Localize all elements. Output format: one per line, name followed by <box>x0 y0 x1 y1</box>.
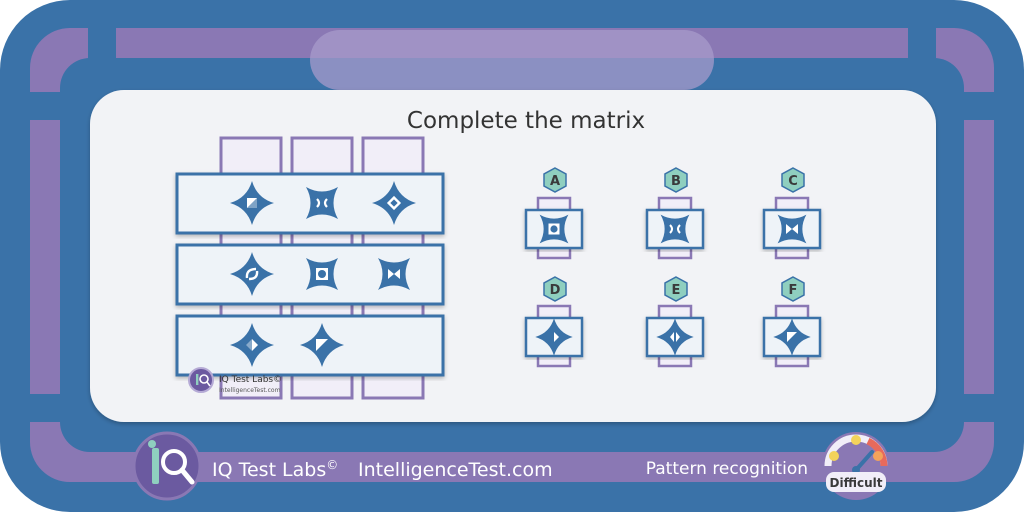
frame-block <box>962 92 994 120</box>
option-badge-d <box>543 276 567 302</box>
frame-block <box>30 92 62 120</box>
option-c[interactable]: C <box>762 167 822 260</box>
footer-site[interactable]: IntelligenceTest.com <box>358 459 553 481</box>
frame-block <box>962 394 994 422</box>
option-badge-e <box>664 276 688 302</box>
difficulty-gauge: Difficult <box>822 432 890 500</box>
watermark-logo-icon <box>188 367 214 393</box>
cell-r3c2 <box>300 323 344 367</box>
cell-r2c3 <box>378 258 410 290</box>
cell-r1c1 <box>230 181 274 225</box>
option-badge-f <box>781 276 805 302</box>
option-label-f: F <box>789 283 798 298</box>
option-label-d: D <box>550 283 561 298</box>
cell-r2c1 <box>230 252 274 296</box>
option-d[interactable]: D <box>524 276 584 368</box>
frame-block <box>908 28 936 60</box>
medium-face-icon <box>851 435 861 445</box>
option-badge-a <box>543 167 567 193</box>
cell-r1c2 <box>306 187 338 219</box>
option-badge-b <box>664 167 688 193</box>
option-e[interactable]: E <box>645 276 705 368</box>
footer: IQ Test Labs© IntelligenceTest.com Patte… <box>132 431 890 501</box>
option-a[interactable]: A <box>524 167 584 260</box>
option-label-a: A <box>550 174 560 189</box>
gauge-needle-icon <box>854 450 874 472</box>
cell-r3c1 <box>230 323 274 367</box>
watermark-brand: IQ Test Labs© <box>219 375 282 385</box>
watermark: IQ Test Labs© IntelligenceTest.com <box>188 367 282 394</box>
answer-options: A B C <box>524 167 822 368</box>
option-label-e: E <box>672 283 681 298</box>
option-f[interactable]: F <box>762 276 822 368</box>
difficulty-label: Difficult <box>830 476 883 490</box>
option-b[interactable]: B <box>645 167 705 260</box>
cell-r2c2 <box>306 258 338 290</box>
option-label-c: C <box>788 174 798 189</box>
frame-block <box>30 394 62 422</box>
gloss-highlight <box>310 30 714 90</box>
puzzle-title: Complete the matrix <box>407 108 645 134</box>
option-badge-c <box>781 167 805 193</box>
cell-r1c3 <box>372 181 416 225</box>
brand-logo-icon <box>132 431 202 501</box>
matrix-row-1 <box>175 172 445 235</box>
frame-block <box>88 28 116 60</box>
matrix: IQ Test Labs© IntelligenceTest.com <box>175 136 445 400</box>
easy-face-icon <box>829 451 839 461</box>
watermark-site: IntelligenceTest.com <box>219 387 281 394</box>
footer-category: Pattern recognition <box>646 459 808 479</box>
hard-face-icon <box>873 451 883 461</box>
footer-brand: IQ Test Labs© <box>212 458 338 481</box>
option-label-b: B <box>671 174 681 189</box>
